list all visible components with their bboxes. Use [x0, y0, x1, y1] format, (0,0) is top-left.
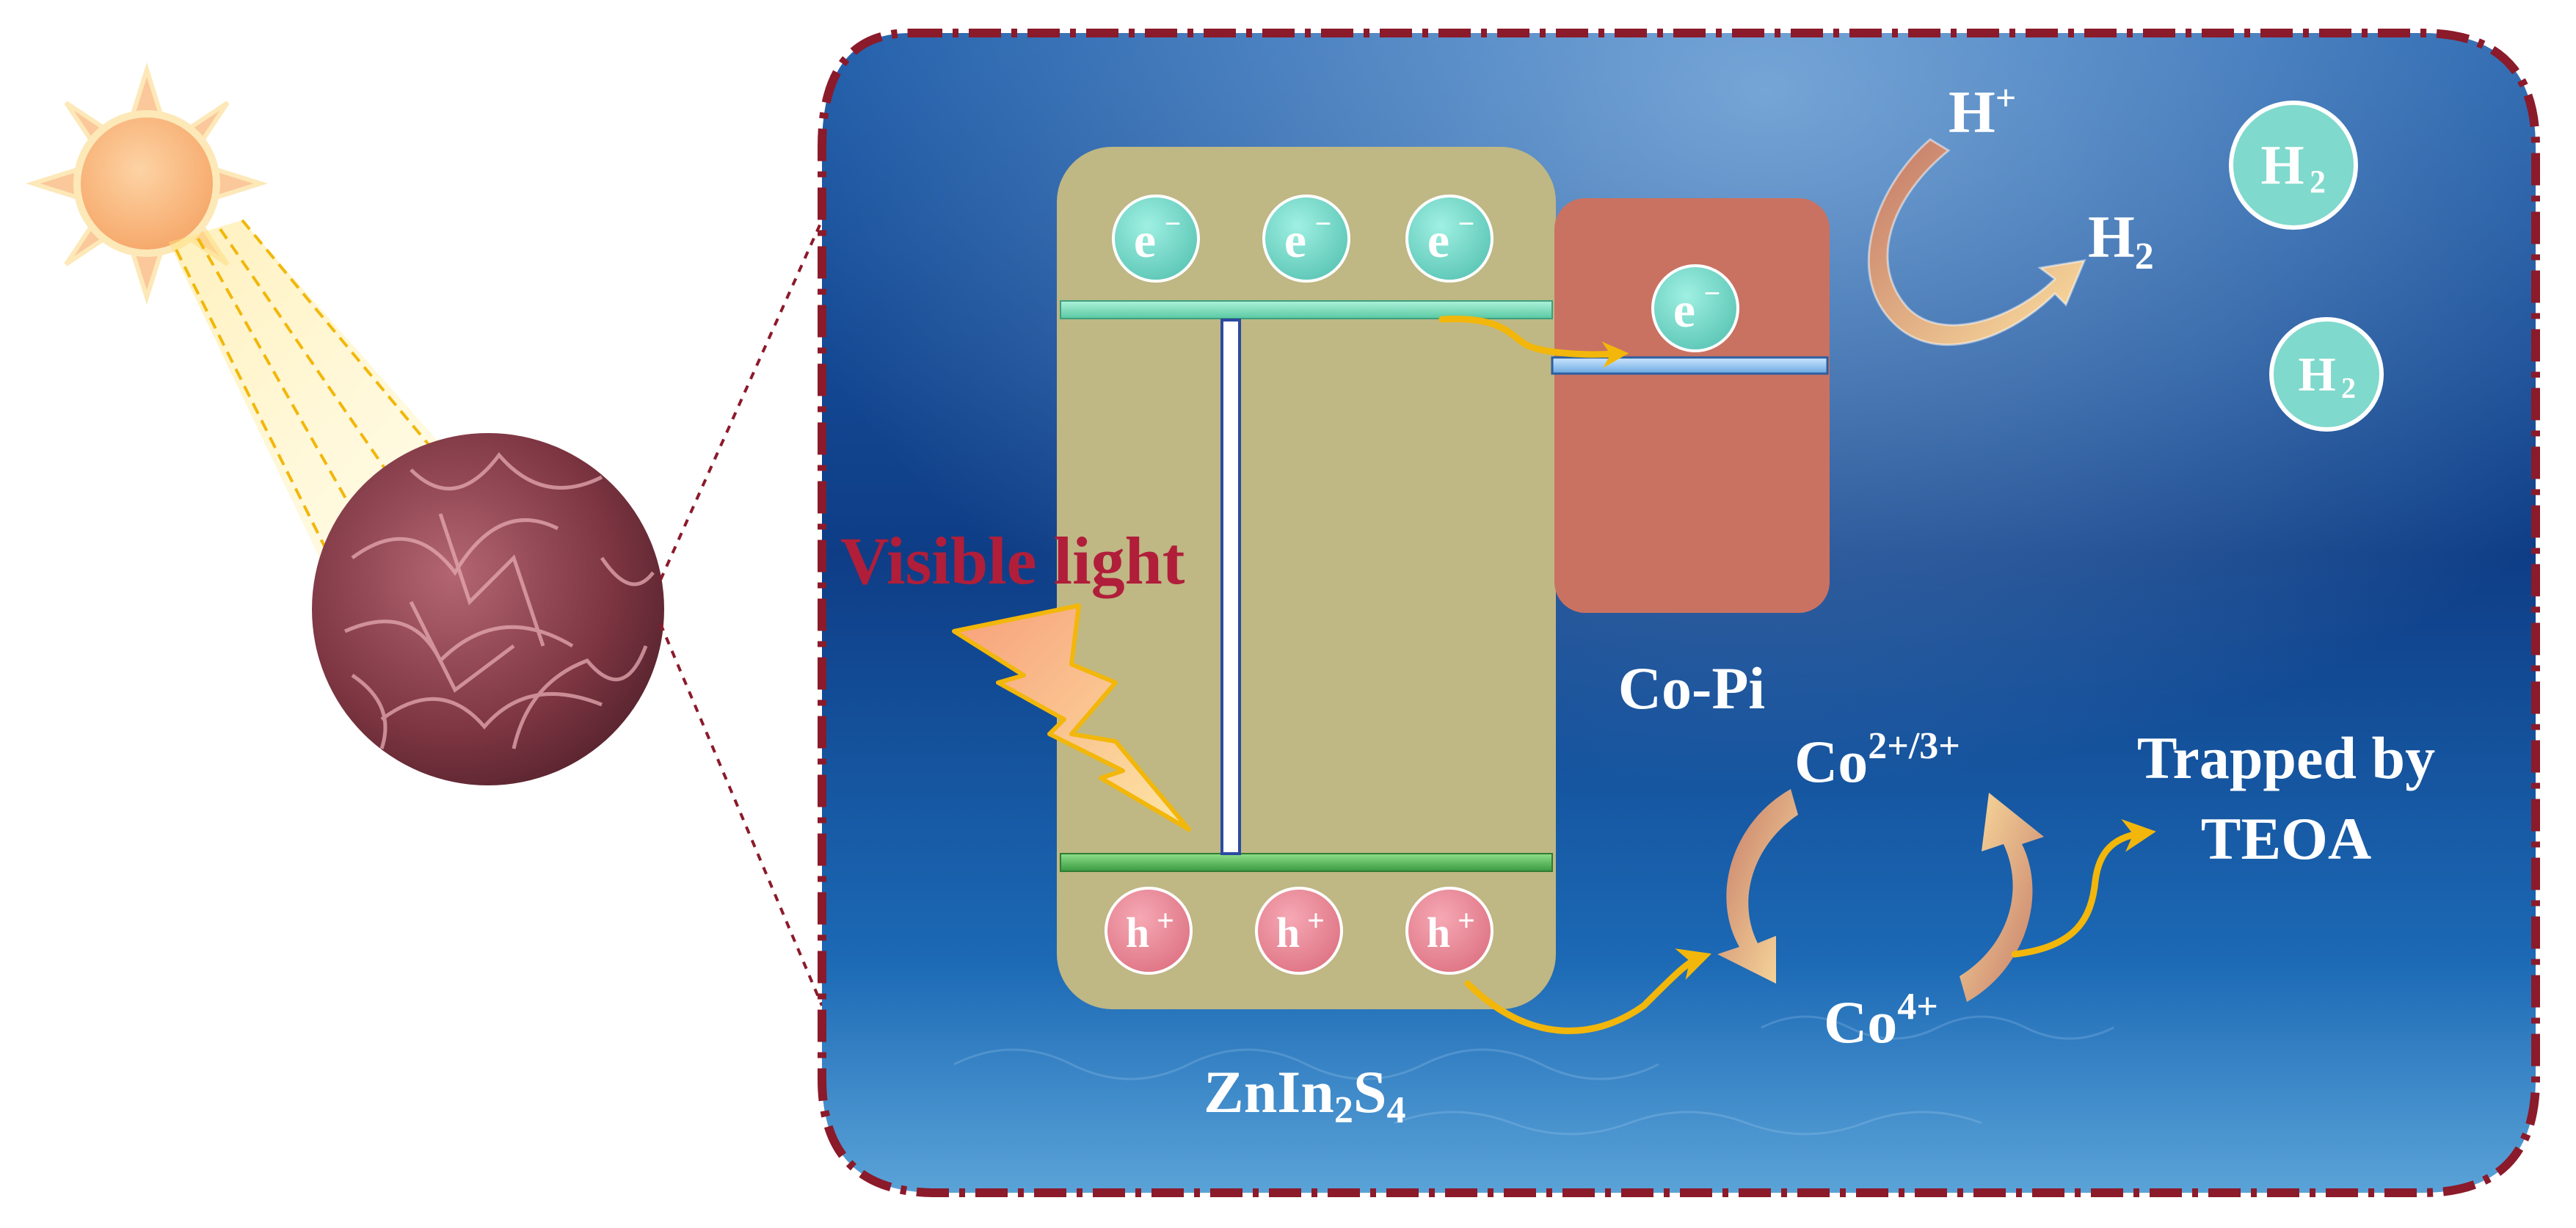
electron-2: e − — [1262, 195, 1350, 283]
hole-label: h — [1427, 909, 1450, 956]
electron-label: e — [1427, 212, 1449, 268]
electron-charge: − — [1315, 207, 1332, 240]
visible-light-label: Visible light — [840, 523, 1185, 598]
znin2s4-label: ZnIn2S4 — [1204, 1058, 1405, 1131]
electron-3: e − — [1405, 195, 1493, 283]
hole-1: h + — [1105, 887, 1193, 975]
valence-band — [1060, 853, 1553, 872]
cycle-arrow-right — [1960, 793, 2044, 1002]
copi-block — [1551, 198, 1830, 613]
trapped-by-label: Trapped by — [2137, 724, 2435, 791]
h2-bubble-subscript: 2 — [2341, 371, 2356, 404]
hole-charge: + — [1157, 904, 1174, 938]
h2-product-label: H2 — [2088, 203, 2154, 277]
hole-transfer-arrow — [1464, 948, 1712, 1034]
co23-label: Co2+/3+ — [1794, 725, 1960, 795]
hole-3: h + — [1405, 887, 1493, 975]
lightning-icon — [952, 603, 1191, 832]
electron-charge: − — [1458, 207, 1475, 240]
h2-bubble-1: H 2 — [2229, 101, 2358, 230]
teoa-label: TEOA — [2201, 805, 2371, 872]
zis-microsphere-image — [312, 433, 664, 785]
cycle-arrow-left — [1717, 789, 1798, 984]
h2-bubble-label: H — [2298, 348, 2335, 402]
electron-label: e — [1134, 212, 1156, 268]
znin2s4-block — [1057, 147, 1556, 1009]
hole-label: h — [1276, 909, 1300, 956]
band-gap-bar — [1220, 319, 1241, 855]
h2-bubble-2: H 2 — [2269, 317, 2384, 432]
co4-label: Co4+ — [1824, 986, 1938, 1056]
hole-charge: + — [1458, 904, 1475, 938]
teoa-trap-arrow — [2011, 819, 2156, 958]
h-plus-label: H+ — [1949, 77, 2016, 145]
co-redox-cycle — [1717, 789, 2044, 1002]
electron-label: e — [1284, 212, 1306, 268]
copi-band — [1551, 356, 1829, 375]
hole-label: h — [1126, 909, 1149, 956]
electron-copi: e − — [1651, 264, 1739, 352]
h2-bubble-label: H — [2260, 134, 2304, 196]
h2-bubble-subscript: 2 — [2310, 164, 2326, 200]
hole-2: h + — [1255, 887, 1343, 975]
conduction-band — [1060, 300, 1553, 319]
electron-charge: − — [1704, 277, 1721, 310]
hydrogen-evolution-arrow — [1867, 138, 2086, 346]
electron-label: e — [1673, 282, 1695, 338]
zoom-guide-lines — [659, 219, 823, 1006]
copi-label: Co-Pi — [1618, 655, 1765, 722]
electron-charge: − — [1165, 207, 1182, 240]
sun-icon — [25, 62, 269, 305]
electron-1: e − — [1112, 195, 1200, 283]
electron-transfer-arrow — [1438, 315, 1629, 368]
hole-charge: + — [1307, 904, 1325, 938]
